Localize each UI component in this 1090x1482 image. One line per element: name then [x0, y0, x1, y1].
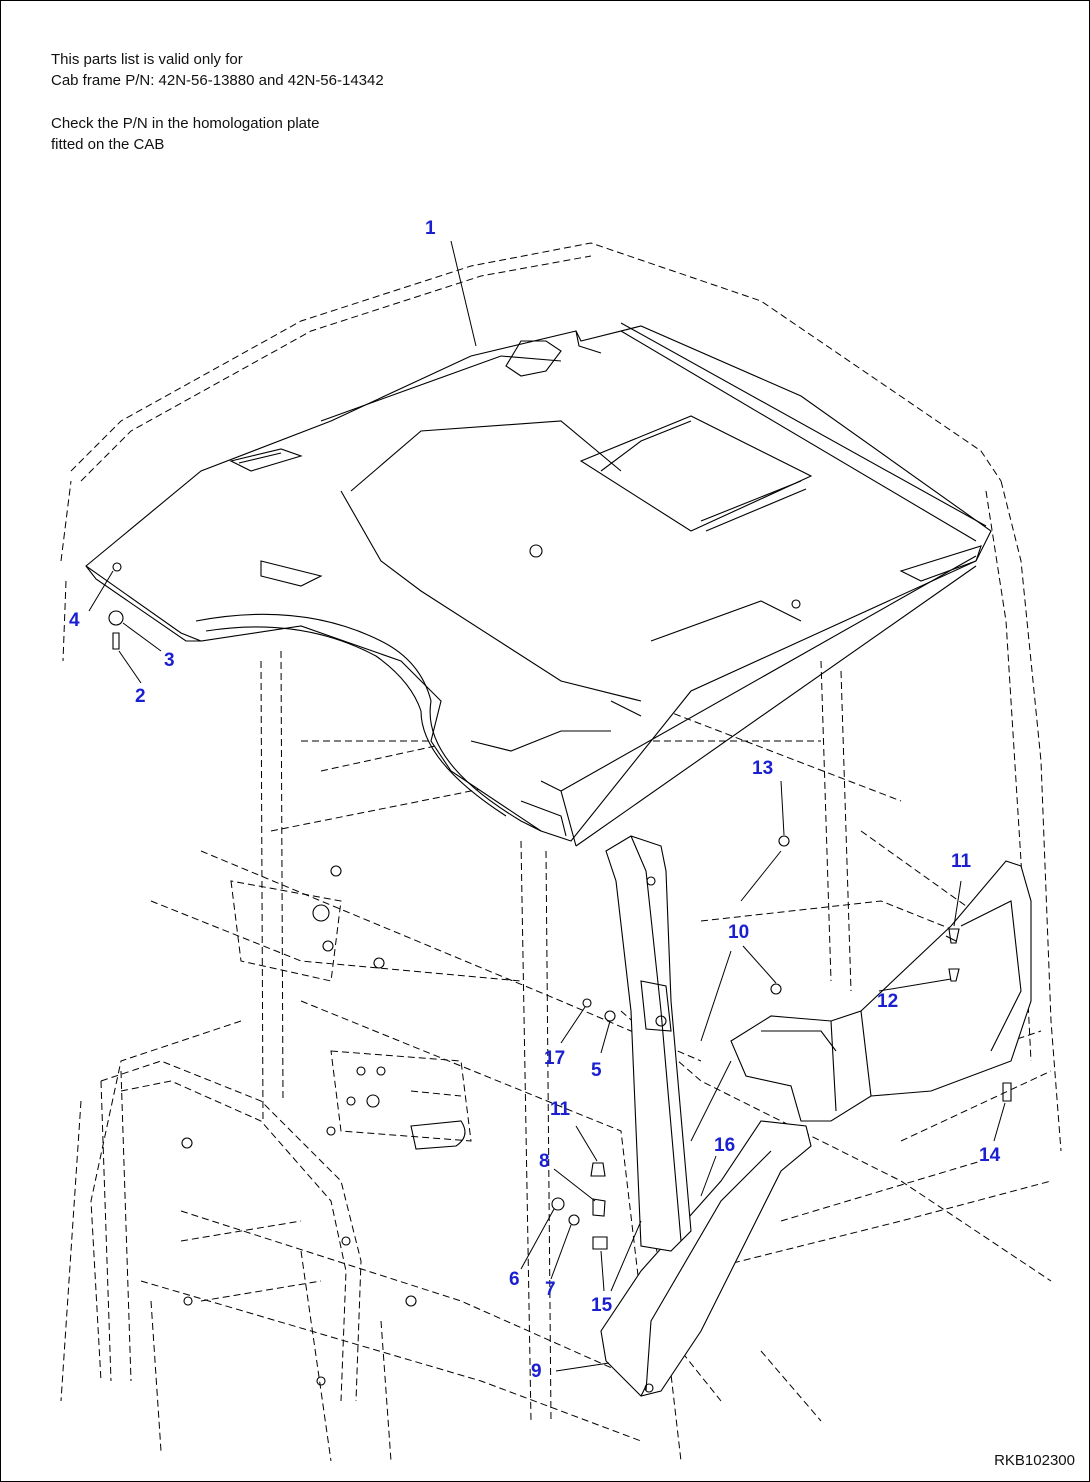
callout-1: 1: [425, 218, 436, 239]
fasteners: [108, 610, 1012, 1250]
leader-lines: [88, 240, 1006, 1372]
callout-8: 8: [539, 1151, 550, 1172]
callout-15: 15: [591, 1295, 613, 1316]
callout-11-lower: 11: [550, 1099, 571, 1120]
callout-4: 4: [69, 610, 80, 631]
callout-11-right: 11: [951, 851, 972, 872]
pillar-trim-part-9: [600, 1120, 812, 1397]
callout-13: 13: [752, 758, 773, 779]
callout-9: 9: [531, 1361, 542, 1382]
validity-note: This parts list is valid only for Cab fr…: [51, 49, 384, 91]
callout-3: 3: [164, 650, 175, 671]
callout-16: 16: [714, 1135, 735, 1156]
callout-5: 5: [591, 1060, 602, 1081]
callout-2: 2: [135, 686, 146, 707]
check-note: Check the P/N in the homologation plate …: [51, 113, 320, 155]
pillar-trim-part-16: [605, 835, 692, 1252]
callout-6: 6: [509, 1269, 520, 1290]
drawing-code: RKB102300: [994, 1452, 1075, 1469]
note-line-3: Check the P/N in the homologation plate: [51, 115, 320, 132]
front-frame-structure: [100, 865, 466, 1402]
callout-10: 10: [728, 922, 749, 943]
note-line-4: fitted on the CAB: [51, 136, 165, 153]
callout-17: 17: [544, 1048, 565, 1069]
side-trim-part-11: [730, 860, 1032, 1122]
roof-headliner-part-1: [85, 322, 992, 847]
note-line-2: Cab frame P/N: 42N-56-13880 and 42N-56-1…: [51, 72, 384, 89]
callouts: 1 2 3 4 5 6 7 8 9 10 11 11 12 13 14 15 1…: [69, 218, 1001, 1382]
callout-12: 12: [877, 991, 898, 1012]
callout-14: 14: [979, 1145, 1001, 1166]
callout-7: 7: [545, 1279, 556, 1300]
note-line-1: This parts list is valid only for: [51, 51, 243, 68]
